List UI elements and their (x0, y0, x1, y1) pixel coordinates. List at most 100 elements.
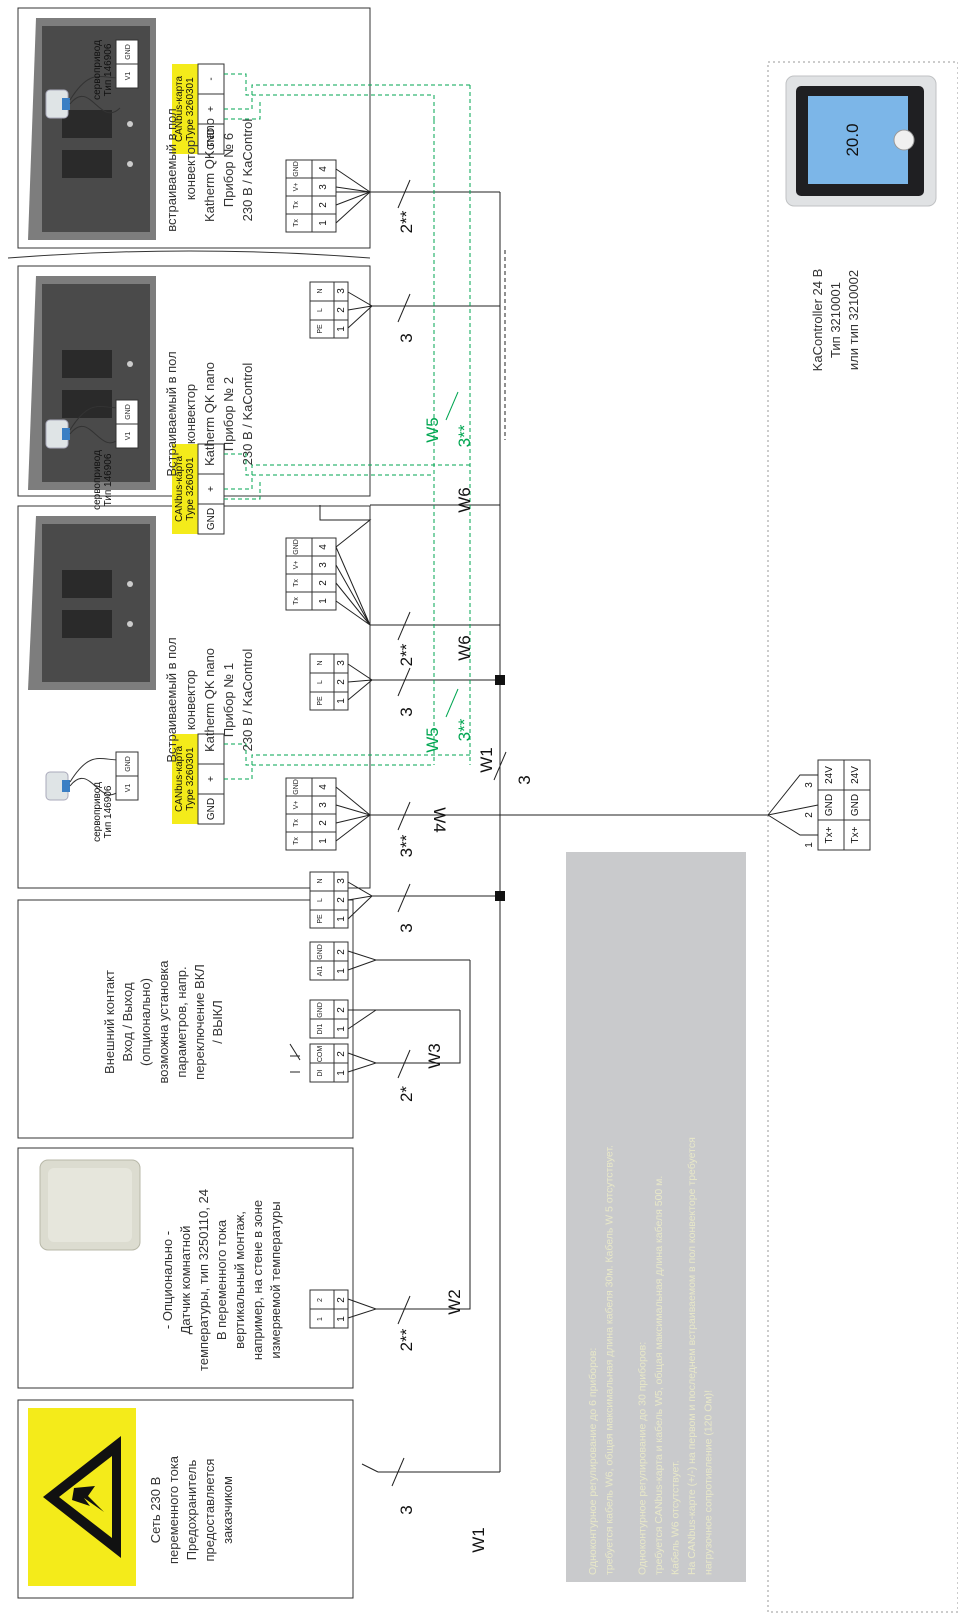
bus-terminal-label: V+ (293, 183, 300, 192)
power-terminal-label: PE (317, 696, 324, 706)
pin-number: 1 (318, 598, 329, 604)
canbus-plus: + (206, 106, 217, 112)
convector-2-description: 230 В / KaControl (240, 363, 255, 466)
pin-number: 1 (336, 916, 347, 922)
canbus-minus: - (206, 457, 217, 460)
contact-terminal-label: COM (317, 1046, 324, 1063)
note-line: Одноконтурное регулирование до 6 приборо… (587, 1348, 599, 1575)
di-terminal-label: DI1 (317, 1023, 324, 1034)
wire-count: 2** (397, 1328, 416, 1351)
servo-type: Тип 146906 (103, 453, 114, 506)
canbus-card-6 (172, 63, 225, 155)
convector-6-description: встраиваемый в пол (164, 108, 179, 231)
canbus-slashes (445, 391, 459, 718)
convector-6-description: Прибор № 6 (221, 133, 236, 207)
controller-terminal: GND (850, 794, 861, 816)
convector-6-description: Katherm QK nano (202, 118, 217, 222)
bus-terminal-label: GND (293, 779, 300, 795)
servo-type: Тип 146906 (103, 43, 114, 96)
controller-display: 20.0 (843, 123, 862, 156)
pin-number: 2 (318, 580, 329, 586)
controller-terminal: Tx+ (824, 826, 835, 843)
pin-number: 3 (318, 802, 329, 808)
servo-terminal-v1: V1 (125, 784, 132, 793)
pin-number: 1 (336, 1070, 347, 1076)
cable-w1: W1 (469, 1527, 488, 1553)
bus-terminal-label: GND (293, 539, 300, 555)
wire-count: 3 (397, 333, 416, 342)
canbus-label: CANbus-карта (174, 456, 185, 523)
pin-number: 4 (318, 166, 329, 172)
power-terminal-label: PE (317, 324, 324, 334)
canbus-type: Type 3260301 (185, 747, 196, 811)
canbus-label: CANbus-карта (174, 746, 185, 813)
bus-terminal-label: Tx (293, 201, 300, 209)
power-terminal-label: N (317, 660, 324, 665)
bus-terminal-label: GND (293, 161, 300, 177)
junction-1 (495, 891, 505, 901)
servo-terminal-gnd: GND (125, 756, 132, 772)
bus-terminal-label: Tx (293, 579, 300, 587)
note-line: Одноконтурное регулирование до 30 прибор… (637, 1342, 649, 1575)
servo-terminal-gnd: GND (125, 404, 132, 420)
break-line (7, 250, 371, 259)
servo-label: сервопривод (92, 40, 103, 100)
power-terminal-label: L (317, 308, 324, 312)
contact-description: (опционально) (138, 978, 153, 1066)
cable-w5: W5 (423, 727, 442, 753)
contact-description: / ВЫКЛ (210, 1000, 225, 1044)
convector-1-image (28, 516, 156, 690)
cable-w4: W4 (430, 807, 449, 833)
ai-terminal-label: AI1 (317, 966, 324, 977)
controller-description: Тип 3210001 (828, 282, 843, 358)
servo-terminal-v1: V1 (125, 432, 132, 441)
mains-description: предоставляется (202, 1459, 217, 1562)
pin-number: 3 (804, 782, 815, 788)
wire-count: 2* (397, 1086, 416, 1102)
pin-number: 3 (336, 288, 347, 294)
convector-2-description: Katherm QK nano (202, 362, 217, 466)
pin-number: 1 (318, 838, 329, 844)
convector-1-description: 230 В / KaControl (240, 649, 255, 752)
pin-number: 2 (318, 820, 329, 826)
wire-count: 2** (397, 643, 416, 666)
cable-w6: W6 (455, 487, 474, 513)
pin-number: 1 (336, 326, 347, 332)
pin-number: 2 (804, 812, 815, 818)
pin-number: 2 (336, 897, 347, 903)
sensor-description: температуры, тип 3250110, 24 (196, 1189, 211, 1371)
controller-terminal: Tx+ (850, 826, 861, 843)
mains-description: Сеть 230 В (148, 1477, 163, 1544)
canbus-gnd: GND (206, 128, 217, 150)
pin-number: 3 (318, 562, 329, 568)
servo-type: Тип 146906 (103, 785, 114, 838)
pin-number: 1 (318, 220, 329, 226)
controller-description: KaController 24 В (810, 269, 825, 372)
convector-1-description: Прибор № 1 (221, 663, 236, 737)
contact-description: Вход / Выход (120, 982, 135, 1062)
wire-count: 3** (455, 424, 474, 447)
servo-drive-1 (45, 751, 139, 801)
pin-number: 3 (318, 184, 329, 190)
canbus-minus: - (206, 77, 217, 80)
canbus-minus: - (206, 747, 217, 750)
note-line: На CANbus-карте (+/-) на первом и послед… (686, 1137, 698, 1575)
cable-w6: W6 (455, 635, 474, 661)
contact-description: параметров, напр. (174, 966, 189, 1077)
di-terminal-label: GND (317, 1002, 324, 1018)
servo-label: сервопривод (92, 450, 103, 510)
cable-w5: W5 (423, 417, 442, 443)
cable-w2: W2 (445, 1289, 464, 1315)
canbus-card-2 (172, 443, 225, 535)
mains-warning-sign (28, 1408, 136, 1586)
note-line: нагрузочное сопротивление (120 Ом)! (703, 1390, 715, 1575)
bus-terminal-label: Tx (293, 819, 300, 827)
ai-terminal-label: GND (317, 944, 324, 960)
wire-count: 3** (397, 834, 416, 857)
servo-terminal-gnd: GND (125, 44, 132, 60)
canbus-gnd: GND (206, 508, 217, 530)
servo-drive-2 (45, 399, 139, 449)
pin-number: 2 (336, 949, 347, 955)
pin-number: 1 (336, 1316, 347, 1322)
